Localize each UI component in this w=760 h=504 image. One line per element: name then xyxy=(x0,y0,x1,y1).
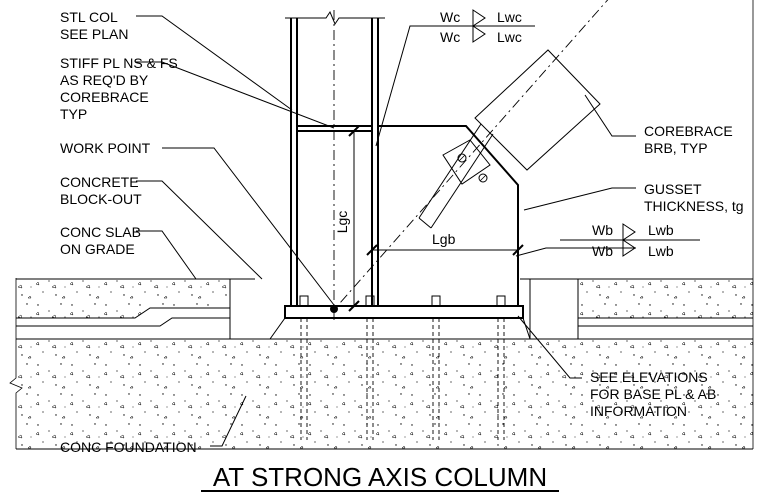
weld-symbol-column: Wc Wc Lwc Lwc xyxy=(435,9,535,45)
callout-stiffener: STIFF PL NS & FS AS REQ'D BY COREBRACE T… xyxy=(60,55,178,122)
dim-lgc-text: Lgc xyxy=(334,211,350,234)
weld-wc-top: Wc xyxy=(440,9,460,25)
concrete-foundation xyxy=(16,338,753,450)
label-stl-col-1: STL COL xyxy=(60,9,118,25)
weld-wb-top: Wb xyxy=(592,222,613,238)
title-text: AT STRONG AXIS COLUMN xyxy=(213,462,547,492)
base-plate xyxy=(284,305,524,319)
callout-concrete-block-out: CONCRETE BLOCK-OUT xyxy=(60,174,142,207)
label-conc-foundation: CONC FOUNDATION xyxy=(60,439,197,455)
label-stiff-1: STIFF PL NS & FS xyxy=(60,55,178,71)
label-stiff-2: AS REQ'D BY xyxy=(60,72,149,88)
callout-conc-slab: CONC SLAB ON GRADE xyxy=(60,224,141,257)
label-stiff-3: COREBRACE xyxy=(60,89,149,105)
label-corebrace-1: COREBRACE xyxy=(644,123,733,139)
dimension-lgb: Lgb xyxy=(366,231,524,256)
dim-lgb-text: Lgb xyxy=(432,231,456,247)
label-gusset-1: GUSSET xyxy=(644,181,702,197)
break-line-left xyxy=(9,278,23,449)
anchor-bolt xyxy=(496,295,506,440)
label-stiff-4: TYP xyxy=(60,106,87,122)
label-concrete-1: CONCRETE xyxy=(60,174,139,190)
callout-see-elevations: SEE ELEVATIONS FOR BASE PL & AB INFORMAT… xyxy=(590,369,716,419)
weld-lwc-bottom: Lwc xyxy=(497,29,522,45)
label-gusset-2: THICKNESS, tg xyxy=(644,198,744,214)
callout-corebrace: COREBRACE BRB, TYP xyxy=(644,123,733,156)
anchor-bolts xyxy=(299,295,506,440)
label-see-elev-1: SEE ELEVATIONS xyxy=(590,369,708,385)
label-corebrace-2: BRB, TYP xyxy=(644,140,708,156)
label-see-elev-2: FOR BASE PL & AB xyxy=(590,386,716,402)
weld-lwb-bottom: Lwb xyxy=(648,243,674,259)
callout-gusset: GUSSET THICKNESS, tg xyxy=(644,181,744,214)
label-concrete-2: BLOCK-OUT xyxy=(60,191,142,207)
gusset-plate xyxy=(378,125,519,306)
leader-lines xyxy=(136,15,636,447)
weld-lwc-top: Lwc xyxy=(497,9,522,25)
concrete-block-out xyxy=(229,279,531,340)
work-point xyxy=(330,305,338,313)
weld-symbol-base: Wb Wb Lwb Lwb xyxy=(560,222,700,259)
label-stl-col-2: SEE PLAN xyxy=(60,26,128,42)
drawing-title: AT STRONG AXIS COLUMN xyxy=(201,462,559,492)
label-work-point: WORK POINT xyxy=(60,140,151,156)
corebrace-brb xyxy=(331,0,609,313)
concrete-slab-right xyxy=(520,278,753,339)
dimension-lgc: Lgc xyxy=(334,125,360,312)
label-see-elev-3: INFORMATION xyxy=(590,403,687,419)
anchor-bolt xyxy=(299,295,309,440)
stiffener-plate xyxy=(297,125,372,132)
weld-wc-bottom: Wc xyxy=(440,29,460,45)
label-conc-slab-2: ON GRADE xyxy=(60,241,135,257)
anchor-bolt xyxy=(365,295,375,440)
callout-stl-col: STL COL SEE PLAN xyxy=(60,9,128,42)
anchor-bolt xyxy=(431,295,441,440)
concrete-slab-left xyxy=(16,278,255,327)
steel-column xyxy=(285,10,385,320)
weld-lwb-top: Lwb xyxy=(648,222,674,238)
weld-wb-bottom: Wb xyxy=(592,243,613,259)
label-conc-slab-1: CONC SLAB xyxy=(60,224,141,240)
